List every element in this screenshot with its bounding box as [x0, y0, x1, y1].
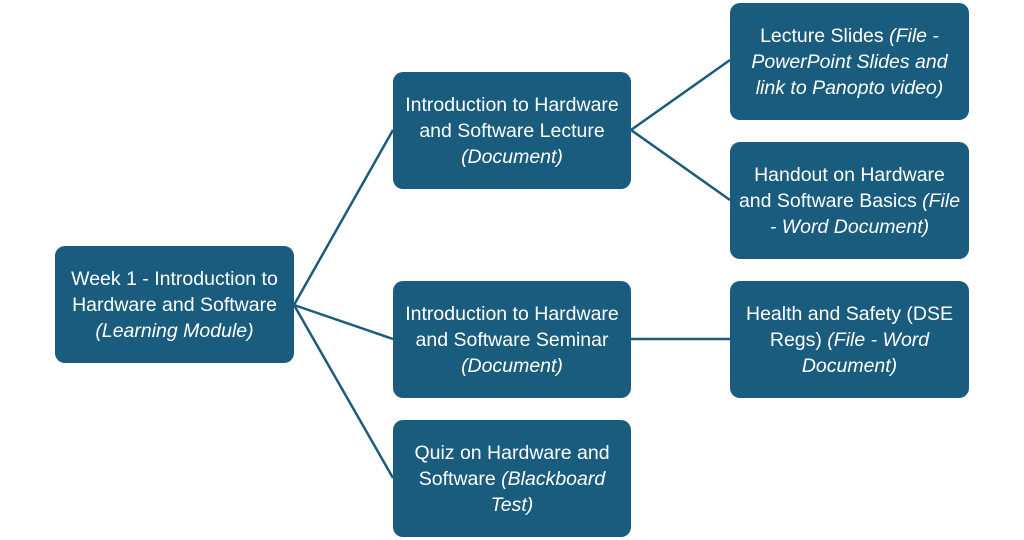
connector-root-lecture: [292, 129, 395, 306]
node-text: Quiz on Hardware and Software: [414, 441, 610, 490]
node-label: Handout on Hardware and Software Basics …: [738, 162, 961, 240]
node-label: Introduction to Hardware and Software Se…: [401, 301, 623, 379]
node-label: Quiz on Hardware and Software (Blackboar…: [401, 440, 623, 518]
node-week1-learning-module: Week 1 - Introduction to Hardware and So…: [55, 246, 294, 363]
node-text: Lecture Slides: [760, 24, 890, 47]
node-type: (File - PowerPoint Slides and link to Pa…: [751, 24, 948, 99]
connector-lecture-handout: [630, 128, 731, 202]
node-label: Introduction to Hardware and Software Le…: [401, 92, 623, 170]
node-text: Handout on Hardware and Software Basics: [738, 163, 945, 212]
node-health-and-safety: Health and Safety (DSE Regs) (File - Wor…: [730, 281, 969, 398]
node-lecture: Introduction to Hardware and Software Le…: [393, 72, 631, 189]
node-type: (File - Word Document): [769, 189, 961, 238]
connector-lecture-slides: [630, 58, 731, 132]
connector-root-seminar: [293, 303, 394, 341]
node-text: Week 1 - Introduction to Hardware and So…: [71, 267, 278, 316]
node-type: (Document): [461, 145, 563, 168]
node-handout: Handout on Hardware and Software Basics …: [730, 142, 969, 259]
node-type: (File - Word Document): [801, 328, 930, 377]
node-quiz: Quiz on Hardware and Software (Blackboar…: [393, 420, 631, 537]
node-type: (Learning Module): [95, 319, 254, 342]
connector-root-quiz: [292, 304, 395, 479]
node-label: Lecture Slides (File - PowerPoint Slides…: [738, 23, 961, 101]
node-text: Introduction to Hardware and Software Le…: [405, 93, 619, 142]
node-seminar: Introduction to Hardware and Software Se…: [393, 281, 631, 398]
node-type: (Document): [461, 354, 563, 377]
node-type: (Blackboard Test): [490, 467, 606, 516]
node-text: Introduction to Hardware and Software Se…: [405, 302, 619, 351]
node-text: Health and Safety (DSE Regs): [745, 302, 954, 351]
node-label: Week 1 - Introduction to Hardware and So…: [63, 266, 286, 344]
node-label: Health and Safety (DSE Regs) (File - Wor…: [738, 301, 961, 379]
node-lecture-slides: Lecture Slides (File - PowerPoint Slides…: [730, 3, 969, 120]
